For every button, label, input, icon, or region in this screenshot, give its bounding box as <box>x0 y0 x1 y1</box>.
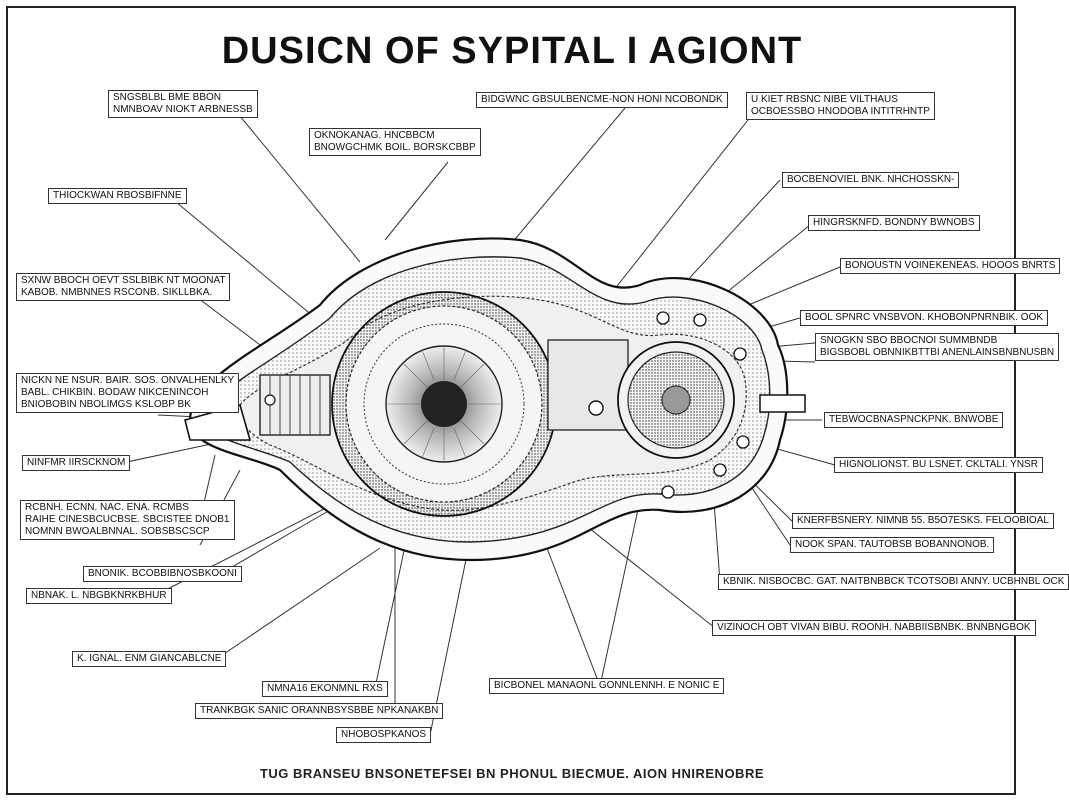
callout-label-text: KNERFBSNERY. NIMNB 55. B5O7ESKS. FELOOBI… <box>797 515 1049 526</box>
callout-label-l26: TRANKBGK SANIC ORANNBSYSBBE NPKANAKBN <box>195 703 444 719</box>
callout-label-l17: KNERFBSNERY. NIMNB 55. B5O7ESKS. FELOOBI… <box>792 513 1054 529</box>
callout-label-l20: KBNIK. NISBOCBC. GAT. NAITBNBBCK TCOTSOB… <box>718 574 1069 590</box>
callout-label-text: OCBOESSBO HNODOBA INTITRHNTP <box>751 106 930 117</box>
callout-label-text: K. IGNAL. ENM GIANCABLCNE <box>77 653 222 664</box>
callout-label-text: TRANKBGK SANIC ORANNBSYSBBE NPKANAKBN <box>200 705 439 716</box>
callout-label-l18: NOOK SPAN. TAUTOBSB BOBANNONOB. <box>790 537 995 553</box>
left-cylinder-ribs <box>269 375 321 435</box>
callout-label-text: NOMNN BWOALBNNAL. SOBSBSCSCP <box>25 526 210 537</box>
callout-label-l21: NBNAK. L. NBGBKNRKBHUR <box>26 588 172 604</box>
callout-label-text: BONOUSTN VOINEKENEAS. HOOOS BNRTS <box>845 260 1056 271</box>
fixture-1 <box>656 311 670 325</box>
callout-label-l2: BIDGWNC GBSULBENCME-NON HONI NCOBONDK <box>476 92 728 108</box>
callout-label-text: BOCBENOVIEL BNK. NHCHOSSKN- <box>787 174 955 185</box>
diagram-page: DUSICN OF SYPITAL I AGIONT <box>6 6 1069 795</box>
callout-label-l9: BONOUSTN VOINEKENEAS. HOOOS BNRTS <box>840 258 1061 274</box>
callout-label-l15: HIGNOLIONST. BU LSNET. CKLTALI. YNSR <box>834 457 1043 473</box>
callout-label-text: BIDGWNC GBSULBENCME-NON HONI NCOBONDK <box>481 94 723 105</box>
diagram-footer-caption: TUG BRANSEU BNSONETEFSEI BN PHONUL BIECM… <box>259 766 765 781</box>
callout-label-text: VIZINOCH OBT VIVAN BIBU. ROONH. NABBIISB… <box>717 622 1031 633</box>
callout-label-text: NBNAK. L. NBGBKNRKBHUR <box>31 590 167 601</box>
callout-label-text: BNOWGCHMK BOIL. BORSKCBBP <box>314 142 476 153</box>
fixture-2 <box>693 313 707 327</box>
fixture-6 <box>661 485 675 499</box>
callout-label-text: BOOL SPNRC VNSBVON. KHOBONPNRNBIK. OOK <box>805 312 1044 323</box>
device-illustration <box>121 107 841 736</box>
callout-label-text: THIOCKWAN RBOSBIFNNE <box>53 190 182 201</box>
callout-label-text: NMNA16 EKONMNL RXS <box>267 683 383 694</box>
callout-label-text: HIGNOLIONST. BU LSNET. CKLTALI. YNSR <box>839 459 1038 470</box>
callout-label-text: NINFMR IIRSCKNOM <box>27 457 126 468</box>
callout-label-text: BIGSBOBL OBNNIKBTTBI ANENLAINSBNBNUSBN <box>820 347 1055 358</box>
connector-bridge <box>547 339 629 431</box>
callout-label-text: SNOGKN SBO BBOCNOI SUMMBNDB <box>820 335 998 346</box>
callout-label-text: KABOB. NMBNNES RSCONB. SIKLLBKA. <box>21 287 213 298</box>
callout-label-l25: BICBONEL MANAONL GONNLENNH. E NONIC E <box>489 678 725 694</box>
connector-knob <box>588 400 604 416</box>
page-title: DUSICN OF SYPITAL I AGIONT <box>221 30 803 72</box>
callout-label-l13: TEBWOCBNASPNCKPNK. BNWOBE <box>824 412 1004 428</box>
callout-label-text: BABL. CHIKBIN. BODAW NIKCENINCOH <box>21 387 209 398</box>
callout-label-text: OKNOKANAG. HNCBBCM <box>314 130 435 141</box>
callout-label-l7: HINGRSKNFD. BONDNY BWNOBS <box>808 215 980 231</box>
callout-label-text: NICKN NE NSUR. BAIR. SOS. ONVALHENLKY <box>21 375 235 386</box>
lens-ring-3 <box>363 323 525 485</box>
callout-label-text: BNONIK. BCOBBIBNOSBKOONI <box>88 568 237 579</box>
callout-label-l14: NINFMR IIRSCKNOM <box>22 455 131 471</box>
callout-label-text: TEBWOCBNASPNCKPNK. BNWOBE <box>829 414 999 425</box>
iris-striations <box>386 346 502 462</box>
page-frame <box>6 6 1016 795</box>
fixture-4 <box>736 435 750 449</box>
fixture-5 <box>713 463 727 477</box>
right-chamber-core <box>661 385 691 415</box>
callout-label-text: HINGRSKNFD. BONDNY BWNOBS <box>813 217 975 228</box>
callout-label-l23: K. IGNAL. ENM GIANCABLCNE <box>72 651 227 667</box>
pupil <box>421 381 467 427</box>
callout-label-l19: BNONIK. BCOBBIBNOSBKOONI <box>83 566 242 582</box>
right-nozzle <box>759 394 806 413</box>
callout-label-text: RCBNH. ECNN. NAC. ENA. RCMBS <box>25 502 189 513</box>
callout-label-text: SXNW BBOCH OEVT SSLBIBK NT MOONAT <box>21 275 226 286</box>
callout-label-text: SNGSBLBL BME BBON <box>113 92 221 103</box>
callout-label-text: NMNBOAV NIOKT ARBNESSB <box>113 104 253 115</box>
callout-label-text: U KIET RBSNC NIBE VILTHAUS <box>751 94 898 105</box>
callout-label-text: KBNIK. NISBOCBC. GAT. NAITBNBBCK TCOTSOB… <box>723 576 1065 587</box>
callout-label-text: BICBONEL MANAONL GONNLENNH. E NONIC E <box>494 680 720 691</box>
callout-label-l10: BOOL SPNRC VNSBVON. KHOBONPNRNBIK. OOK <box>800 310 1049 326</box>
callout-label-l6: BOCBENOVIEL BNK. NHCHOSSKN- <box>782 172 960 188</box>
callout-label-l24: NMNA16 EKONMNL RXS <box>262 681 388 697</box>
fixture-7 <box>264 394 276 406</box>
callout-label-text: NHOBOSPKANOS <box>341 729 427 740</box>
fixture-3 <box>733 347 747 361</box>
callout-label-text: NOOK SPAN. TAUTOBSB BOBANNONOB. <box>795 539 990 550</box>
callout-label-text: BNIOBOBIN NBOLIMGS KSLOBP BK <box>21 399 191 410</box>
callout-label-l22: VIZINOCH OBT VIVAN BIBU. ROONH. NABBIISB… <box>712 620 1036 636</box>
callout-label-text: RAIHE CINESBCUCBSE. SBCISTEE DNOB1 <box>25 514 230 525</box>
callout-label-l27: NHOBOSPKANOS <box>336 727 432 743</box>
callout-label-l5: THIOCKWAN RBOSBIFNNE <box>48 188 187 204</box>
